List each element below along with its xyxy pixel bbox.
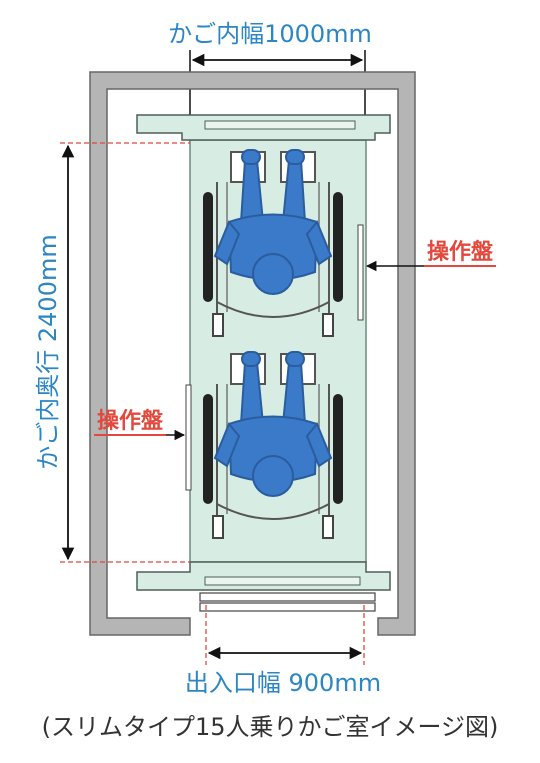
shaft-wall: [89, 71, 416, 636]
car-width-label: かご内幅1000mm: [168, 20, 372, 48]
door-panel-2: [199, 602, 376, 612]
figure-caption: (スリムタイプ15人乗りかご室イメージ図): [42, 713, 499, 741]
door-panel-1: [199, 592, 376, 602]
car-bottom-frame: [136, 561, 391, 591]
top-rail: [204, 120, 356, 130]
panel-label-right: 操作盤: [427, 239, 494, 265]
operation-panel-left: [185, 384, 192, 491]
bottom-rail: [204, 576, 361, 586]
entrance-width-label: 出入口幅 900mm: [185, 669, 381, 697]
panel-label-left: 操作盤: [97, 408, 164, 434]
operation-panel-right: [357, 224, 364, 321]
car-depth-label: かご内奥行 2400mm: [34, 234, 62, 469]
